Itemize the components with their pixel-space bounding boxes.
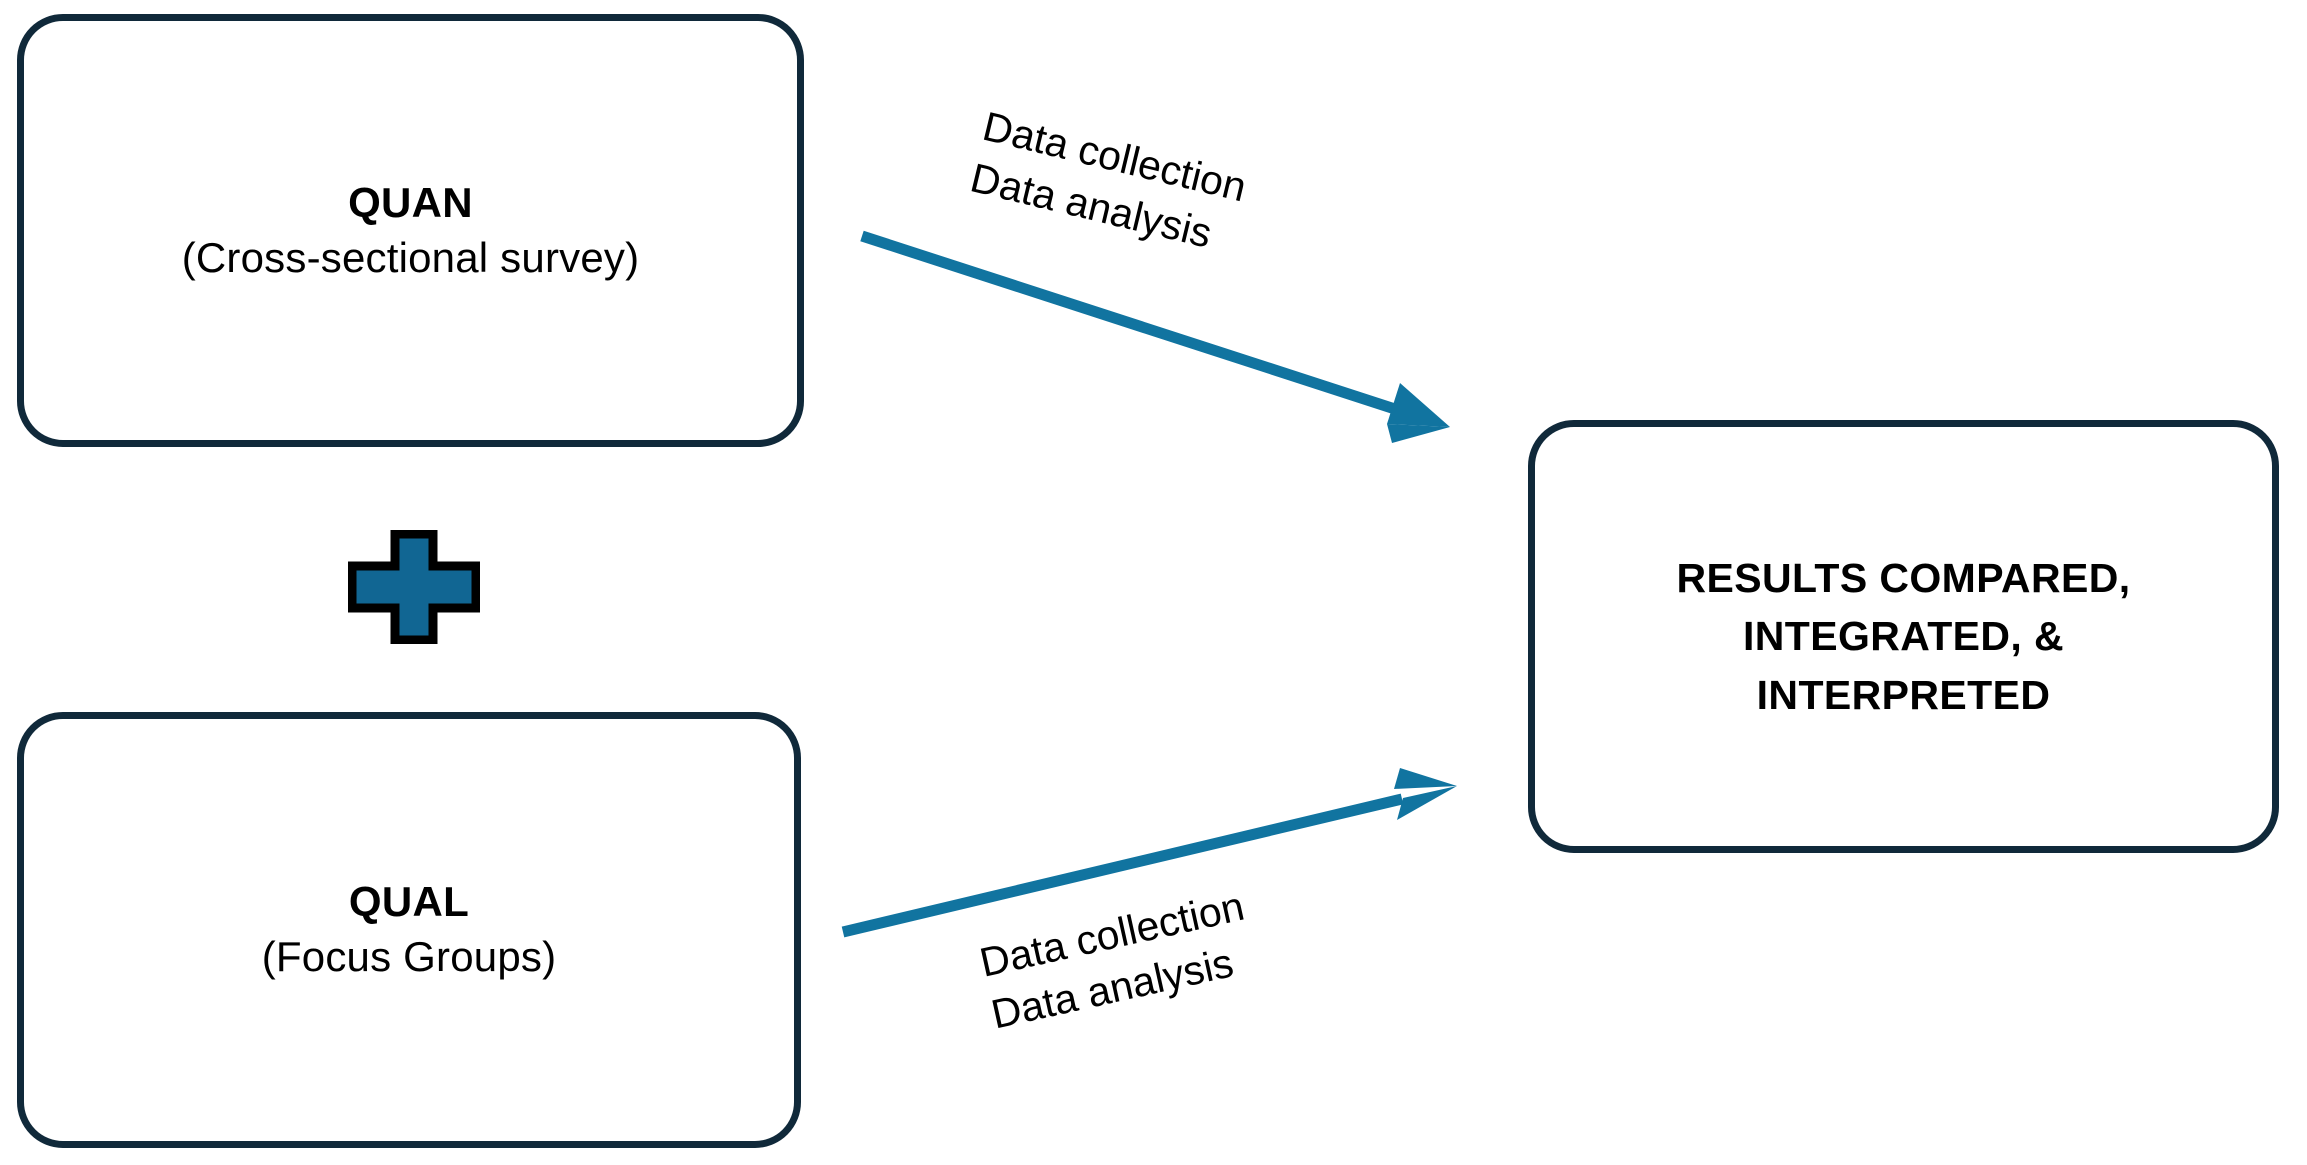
quan-subtitle: (Cross-sectional survey) [181,233,640,281]
results-line-2: INTEGRATED, & [1742,613,2065,660]
results-node-box: RESULTS COMPARED, INTEGRATED, & INTERPRE… [1528,420,2279,853]
arrow-label-bottom: Data collection Data analysis [975,880,1261,1042]
qual-subtitle: (Focus Groups) [261,933,557,980]
arrow-quan-to-results [860,230,1450,443]
plus-sign-icon [347,529,481,645]
qual-node-box: QUAL (Focus Groups) [17,712,801,1148]
quan-node-box: QUAN (Cross-sectional survey) [17,14,804,447]
results-line-3: INTERPRETED [1756,671,2051,718]
results-line-1: RESULTS COMPARED, [1676,555,2131,602]
arrow-label-top: Data collection Data analysis [965,100,1251,266]
quan-title: QUAN [348,178,473,226]
qual-title: QUAL [348,878,470,926]
